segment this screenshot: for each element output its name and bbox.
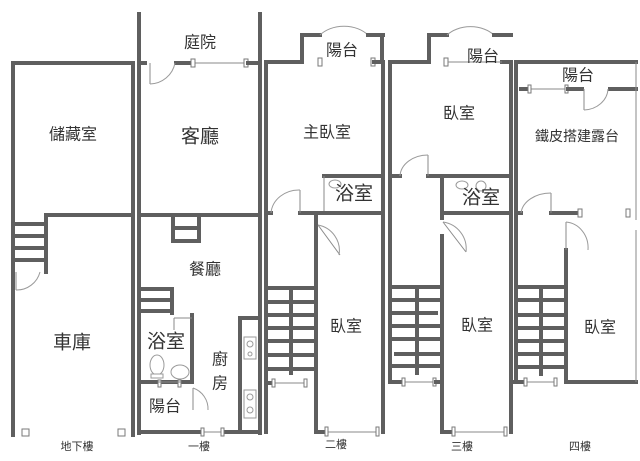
floor-label-3f: 三樓 [451, 439, 473, 453]
basement-door [15, 271, 41, 291]
room-kitchen-1: 廚 [212, 350, 228, 369]
basement-stairs [15, 222, 46, 262]
3f-bedroom2-door [442, 221, 467, 253]
1f-stairs-lower [141, 287, 174, 315]
room-balcony-4f: 陽台 [562, 66, 594, 85]
kitchen-counter [243, 336, 257, 419]
floor-label-1f: 一樓 [188, 439, 210, 453]
2f-bath-fixture [328, 179, 342, 189]
3f-bath-fixtures [455, 180, 487, 192]
floor-3f [388, 26, 513, 437]
floor-4f [512, 60, 638, 387]
room-courtyard: 庭院 [184, 33, 216, 52]
floor-2f [264, 25, 385, 437]
room-balcony-1f: 陽台 [149, 397, 181, 416]
2f-stairs [264, 286, 316, 388]
sink [170, 364, 190, 380]
floor-basement [11, 61, 135, 437]
room-bedroom-4f: 臥室 [584, 318, 616, 337]
1f-stairs-upper [171, 216, 201, 243]
3f-stairs [388, 285, 444, 387]
room-metal-terrace: 鐵皮搭建露台 [535, 128, 619, 145]
room-labels: 儲藏室 車庫 庭院 客廳 餐廳 浴室 廚 房 陽台 陽台 主臥室 浴室 臥室 陽… [49, 33, 619, 416]
2f-bedroom2-door [317, 224, 341, 256]
floor-label-4f: 四樓 [569, 439, 591, 453]
4f-stairs [518, 285, 566, 376]
1f-entry-door [149, 62, 176, 85]
4f-bedroom-door [565, 221, 589, 251]
room-master-bedroom: 主臥室 [303, 123, 351, 142]
4f-stair-door [520, 192, 552, 214]
room-bath-3f: 浴室 [462, 187, 500, 209]
4f-terrace-door [583, 88, 609, 111]
room-bedroom-3f-back: 臥室 [461, 316, 493, 335]
toilet [149, 354, 165, 379]
room-balcony-3f: 陽台 [467, 47, 499, 66]
3f-bedroom-door [399, 154, 429, 177]
room-bath-1f: 浴室 [147, 331, 185, 353]
room-bedroom-2f: 臥室 [330, 317, 362, 336]
floor-labels: 地下樓 一樓 二樓 三樓 四樓 [61, 437, 592, 453]
room-living: 客廳 [181, 126, 219, 148]
1f-balcony-door [192, 387, 209, 411]
2f-bedroom-door [270, 189, 301, 214]
room-dining: 餐廳 [189, 260, 221, 279]
room-kitchen-2: 房 [212, 374, 228, 393]
room-bath-2f: 浴室 [335, 183, 373, 205]
room-balcony-2f: 陽台 [326, 41, 358, 60]
room-garage: 車庫 [53, 332, 91, 354]
floor-label-basement: 地下樓 [61, 439, 94, 453]
floor-label-2f: 二樓 [325, 437, 347, 451]
floor-1f [137, 12, 262, 437]
room-storage: 儲藏室 [49, 125, 97, 144]
room-bedroom-3f-front: 臥室 [443, 104, 475, 123]
